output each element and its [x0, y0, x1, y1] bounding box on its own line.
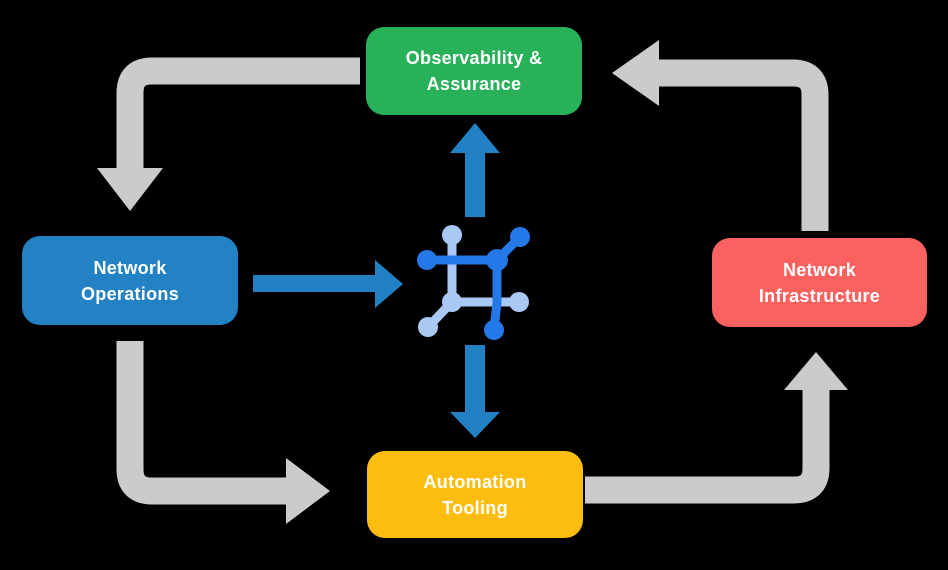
node-label-line: Observability & — [405, 48, 543, 68]
node-label-line: Network — [93, 257, 167, 278]
node-label-line: Operations — [80, 283, 180, 304]
node-label-line: Tooling — [442, 497, 508, 518]
cycle-arrow-automation-to-infrastructure — [585, 352, 848, 504]
cycle-arrow-operations-to-automation — [116, 341, 330, 524]
flow-arrow-center-to-observability — [450, 123, 500, 217]
node-automation-tooling: Automation Tooling — [367, 451, 583, 538]
node-observability-assurance: Observability & Assurance — [366, 27, 582, 115]
node-network-infrastructure: Network Infrastructure — [712, 238, 927, 327]
node-network-operations: Network Operations — [22, 236, 238, 325]
flow-arrow-operations-to-center — [253, 260, 403, 308]
cycle-arrow-infrastructure-to-observability — [612, 40, 829, 231]
node-label-line: Automation — [423, 471, 527, 492]
node-label-line: Assurance — [426, 74, 522, 94]
network-nodes-icon — [417, 225, 530, 340]
node-label-line: Infrastructure — [758, 285, 881, 306]
flow-arrow-center-to-automation — [450, 345, 500, 438]
node-label-line: Network — [782, 259, 857, 280]
cycle-arrow-observability-to-operations — [97, 57, 360, 211]
